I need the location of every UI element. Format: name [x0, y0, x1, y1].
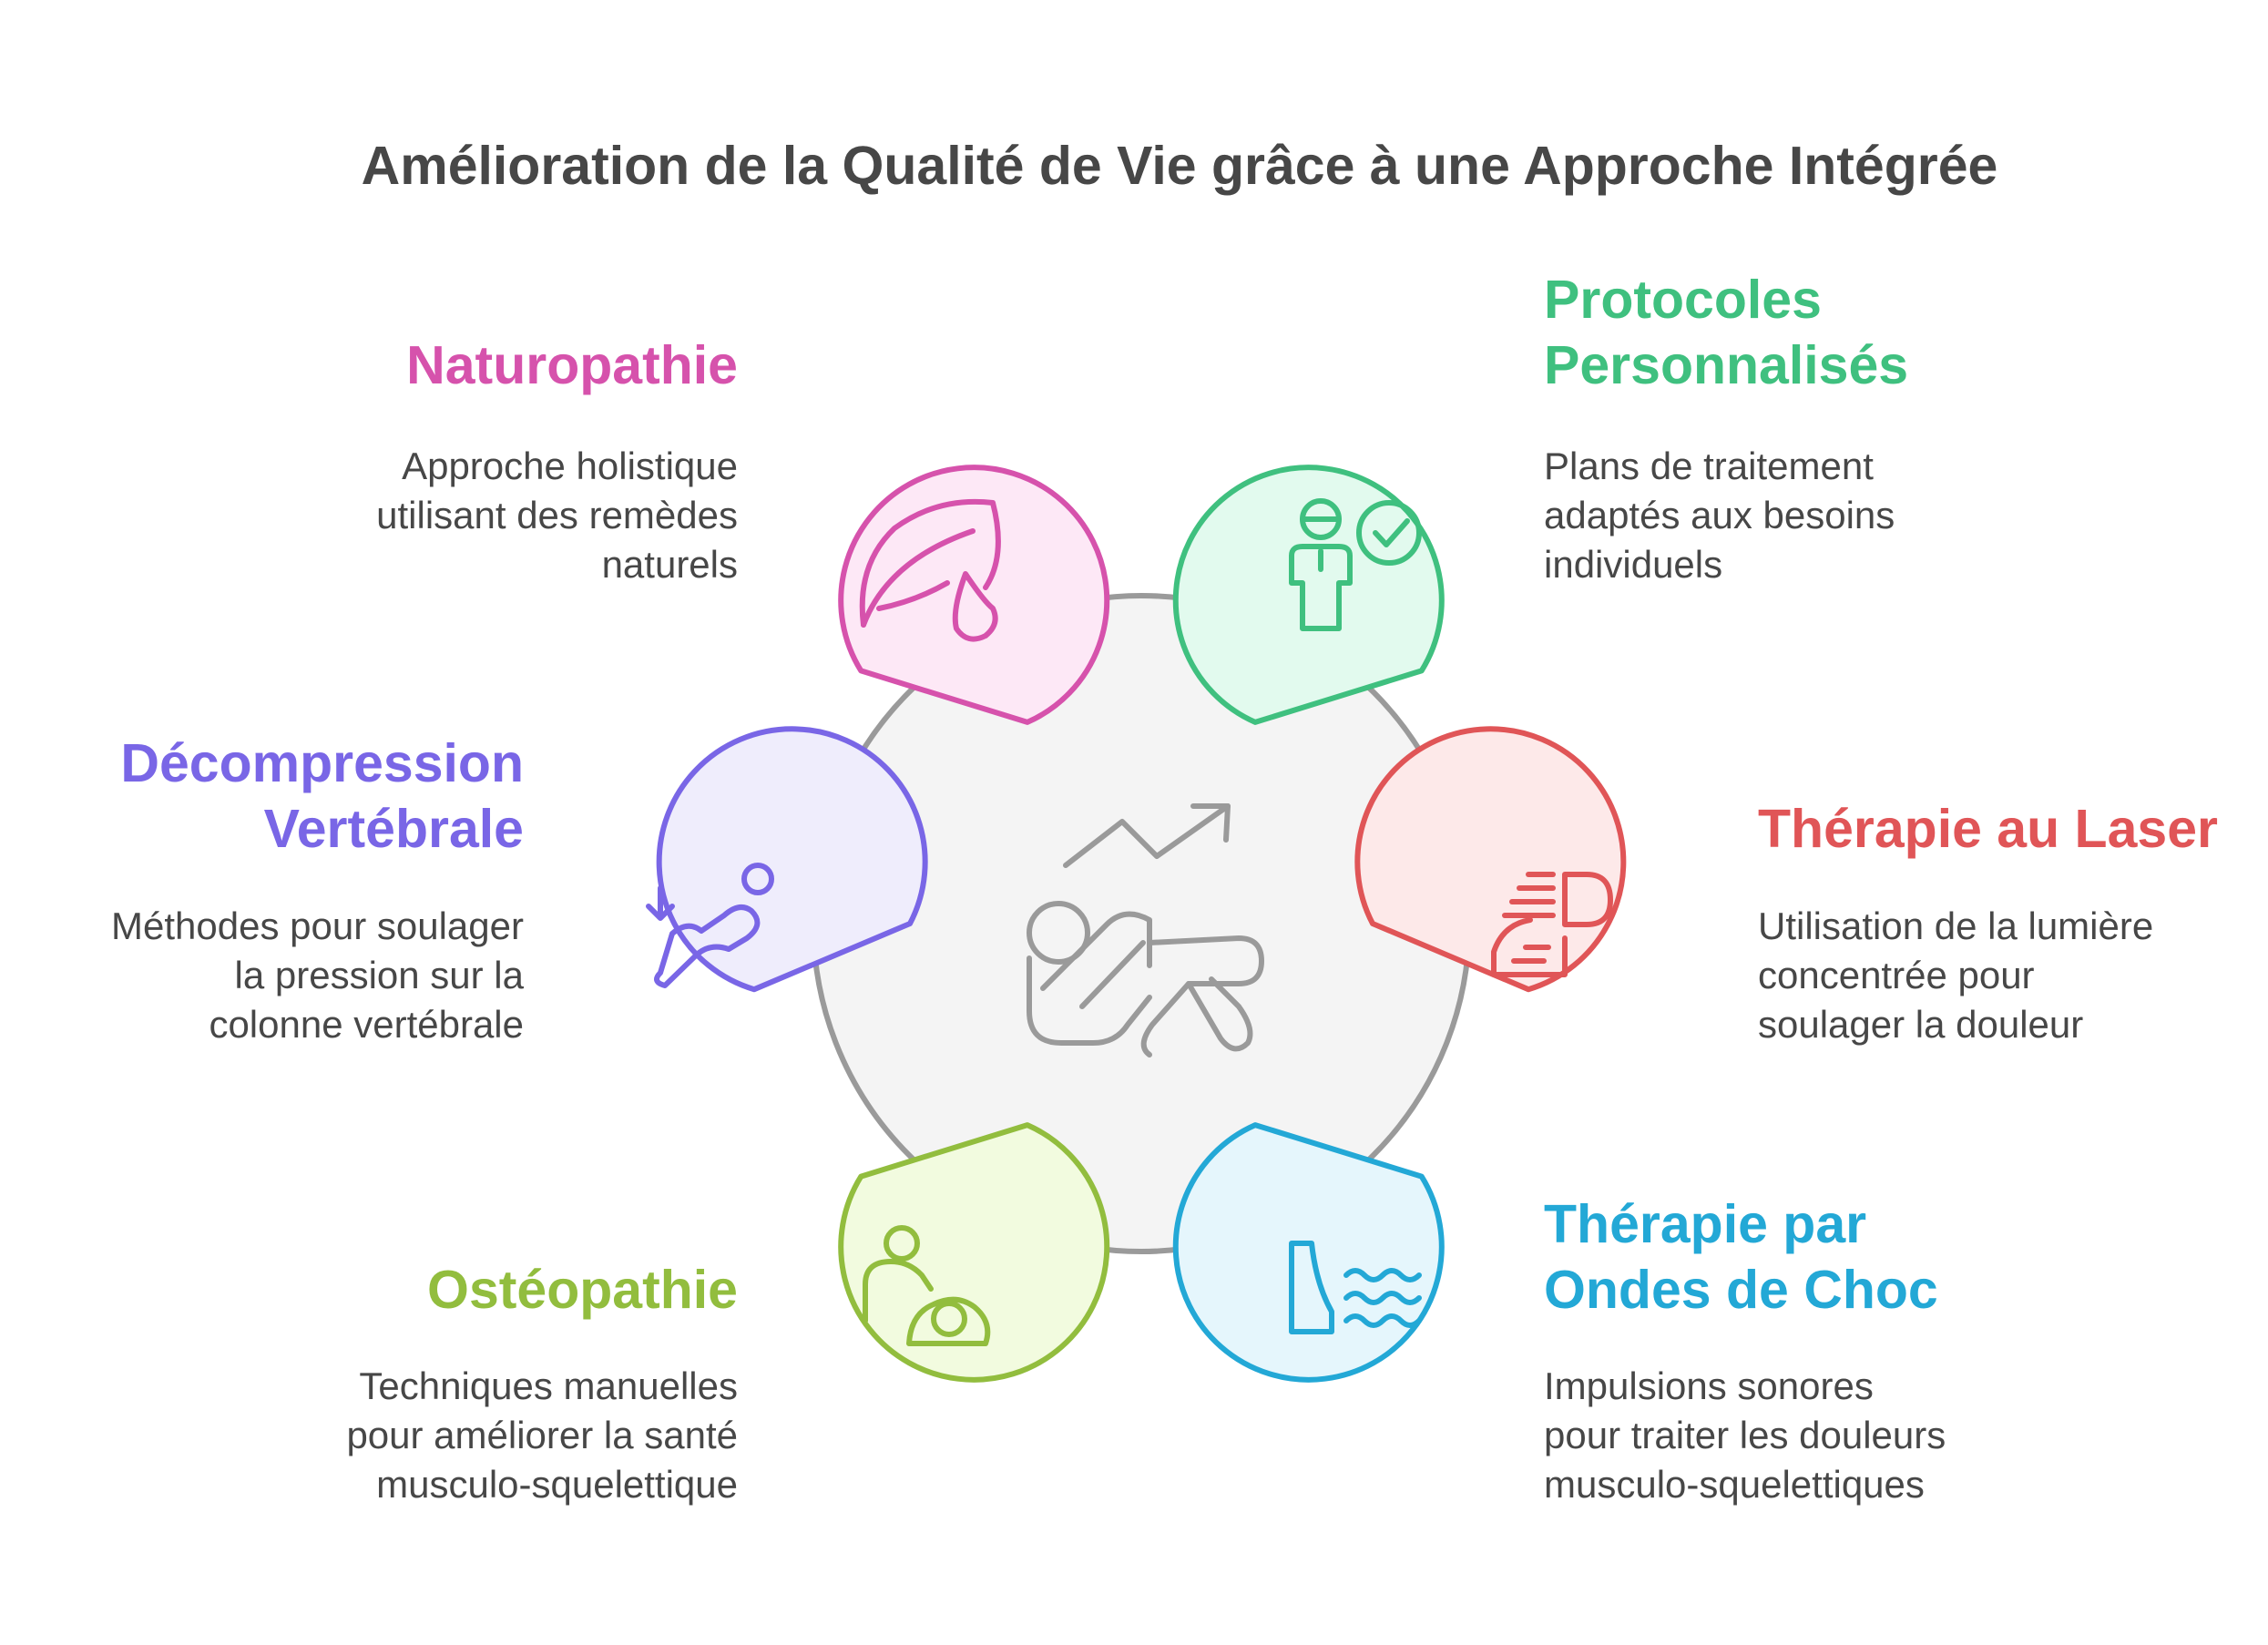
ondes-heading-line: Thérapie par	[1544, 1194, 1867, 1254]
desc-line: concentrée pour	[1758, 954, 2035, 996]
ondes-heading-line: Ondes de Choc	[1544, 1260, 1938, 1320]
desc-line: Utilisation de la lumière	[1758, 904, 2154, 947]
desc-line: colonne vertébrale	[209, 1003, 524, 1046]
naturopathie-heading: Naturopathie	[406, 332, 738, 398]
protocoles-heading-line: Protocoles	[1544, 270, 1822, 330]
shockwave-icon	[1289, 1241, 1422, 1334]
naturopathie-marker	[838, 465, 1110, 725]
desc-line: naturels	[601, 543, 738, 586]
desc-line: adaptés aux besoins	[1544, 494, 1895, 536]
protocoles-heading: Protocoles Personnalisés	[1544, 267, 1908, 398]
desc-line: musculo-squelettique	[376, 1463, 738, 1506]
desc-line: Approche holistique	[402, 444, 738, 487]
ondes-marker	[1172, 1122, 1445, 1383]
therapist-patient-icon	[863, 1225, 991, 1346]
person-stretching-with-trend-arrow-icon	[1027, 803, 1264, 1058]
naturopathie-description: Approche holistique utilisant des remède…	[376, 442, 738, 589]
desc-line: la pression sur la	[234, 954, 524, 996]
leaf-drop-icon	[859, 498, 1001, 642]
desc-line: soulager la douleur	[1758, 1003, 2084, 1046]
osteopathie-heading-line: Ostéopathie	[427, 1260, 738, 1320]
desc-line: utilisant des remèdes	[376, 494, 738, 536]
laser-heading: Thérapie au Laser	[1758, 796, 2218, 862]
decompression-marker	[656, 726, 928, 993]
protocoles-heading-line: Personnalisés	[1544, 335, 1909, 395]
protocoles-description: Plans de traitement adaptés aux besoins …	[1544, 442, 1895, 589]
decompression-description: Méthodes pour soulager la pression sur l…	[111, 902, 524, 1049]
osteopathie-heading: Ostéopathie	[427, 1257, 738, 1323]
laser-description: Utilisation de la lumière concentrée pou…	[1758, 902, 2153, 1049]
spine-stretch-icon	[646, 863, 774, 988]
desc-line: pour améliorer la santé	[346, 1414, 738, 1456]
desc-line: musculo-squelettiques	[1544, 1463, 1925, 1506]
ondes-description: Impulsions sonores pour traiter les doul…	[1544, 1362, 1946, 1509]
desc-line: Méthodes pour soulager	[111, 904, 524, 947]
decompression-heading-line: Vertébrale	[263, 799, 524, 859]
page-title: Amélioration de la Qualité de Vie grâce …	[361, 136, 1998, 196]
decompression-heading: Décompression Vertébrale	[120, 731, 524, 862]
desc-line: Techniques manuelles	[359, 1364, 738, 1407]
laser-heading-line: Thérapie au Laser	[1758, 799, 2218, 859]
decompression-heading-line: Décompression	[120, 733, 524, 793]
desc-line: Plans de traitement	[1544, 444, 1874, 487]
ondes-heading: Thérapie par Ondes de Choc	[1544, 1191, 1938, 1323]
desc-line: individuels	[1544, 543, 1723, 586]
desc-line: pour traiter les douleurs	[1544, 1414, 1946, 1456]
laser-marker	[1354, 726, 1627, 993]
desc-line: Impulsions sonores	[1544, 1364, 1874, 1407]
osteopathie-description: Techniques manuelles pour améliorer la s…	[346, 1362, 738, 1509]
laser-beam-icon	[1491, 872, 1613, 977]
person-check-icon	[1289, 498, 1422, 631]
naturopathie-heading-line: Naturopathie	[406, 335, 738, 395]
osteopathie-marker	[838, 1122, 1110, 1383]
